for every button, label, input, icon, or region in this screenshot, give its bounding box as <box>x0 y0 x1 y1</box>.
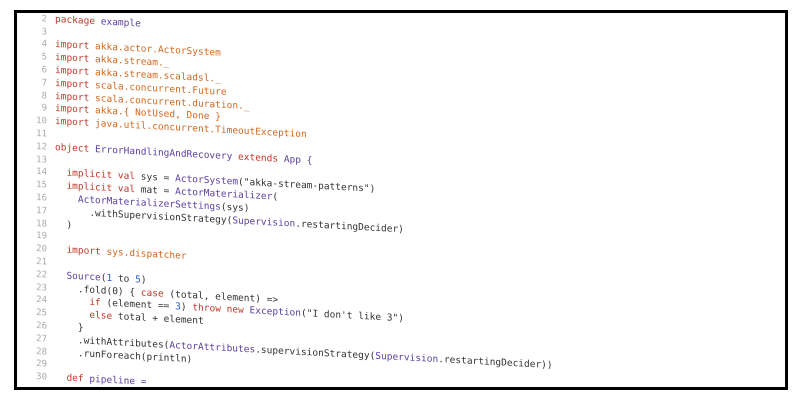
code-token: import <box>55 116 90 129</box>
code-token: Exception <box>243 305 301 320</box>
code-token: App { <box>278 153 313 167</box>
code-token: import <box>55 52 90 65</box>
code-token: sys = <box>135 171 176 185</box>
code-token: Source <box>55 269 101 284</box>
code-token: import <box>55 64 90 78</box>
code-text: import sys.dispatcher <box>55 244 187 264</box>
code-token: else <box>55 308 113 323</box>
code-text: ) <box>55 219 72 233</box>
code-token: ("I don't like 3") <box>301 308 404 325</box>
code-line: 30 def pipeline = <box>17 370 153 389</box>
code-token: to <box>112 272 136 285</box>
code-token: ( <box>272 191 279 203</box>
code-token: import <box>55 90 90 104</box>
code-text: package example <box>55 14 141 31</box>
code-token: if <box>55 295 101 309</box>
code-token: import <box>55 39 90 53</box>
code-token: import <box>55 244 101 258</box>
code-token: def <box>55 372 84 385</box>
code-token: case <box>140 287 164 300</box>
code-token: import <box>55 77 90 91</box>
code-text: } <box>55 321 84 335</box>
code-token: Supervision <box>375 350 439 365</box>
code-token: ) <box>140 274 147 286</box>
code-text: def pipeline = <box>55 372 153 389</box>
code-token: ErrorHandlingAndRecovery <box>89 143 233 163</box>
code-token: (sys) <box>220 201 250 215</box>
code-token: package <box>55 13 96 27</box>
code-text: object ErrorHandlingAndRecovery extends … <box>55 142 312 168</box>
line-number: 30 <box>36 372 47 383</box>
code-token: example <box>95 15 141 30</box>
code-token: object <box>55 141 90 155</box>
code-token: .restartingDecider)) <box>438 353 553 371</box>
code-token: .supervisionStrategy( <box>255 344 376 362</box>
code-token: } <box>55 320 84 334</box>
code-token: sys.dispatcher <box>100 246 187 263</box>
code-token: .restartingDecider) <box>295 218 404 236</box>
code-token: throw new <box>192 302 244 317</box>
line-number: 22 <box>36 269 47 281</box>
code-token: mat = <box>135 184 176 198</box>
code-token: ) <box>55 218 73 231</box>
code-token: import <box>55 103 90 117</box>
code-token: ) <box>180 301 193 314</box>
code-token: extends <box>232 151 279 165</box>
code-token: pipeline = <box>83 373 153 389</box>
code-token: Supervision <box>232 215 296 230</box>
line-number: 27 <box>36 333 47 345</box>
